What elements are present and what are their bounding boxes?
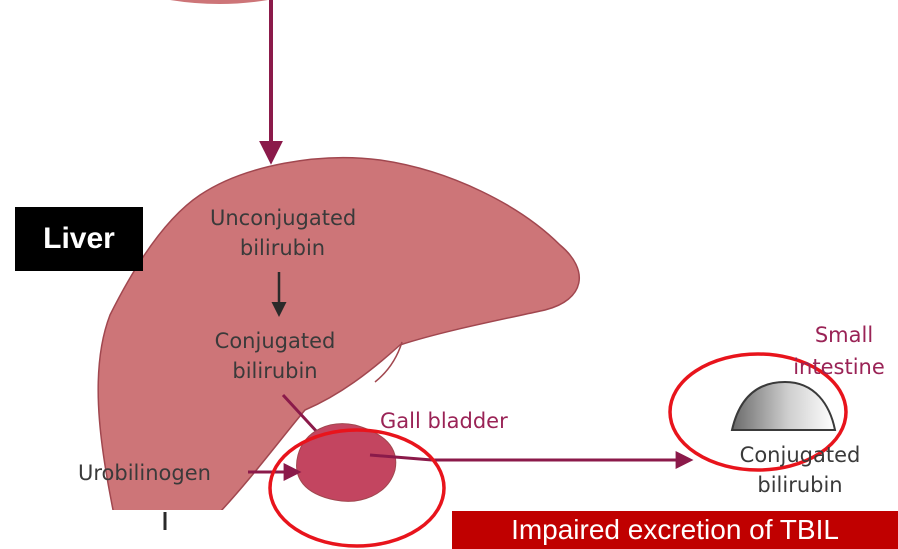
- impaired-excretion-banner: Impaired excretion of TBIL: [452, 511, 898, 549]
- small-intestine-shape: [732, 382, 835, 430]
- urobilinogen-label: Urobilinogen: [78, 460, 248, 486]
- unconjugated-bilirubin-label: Unconjugated bilirubin: [210, 205, 355, 261]
- gallbladder-shape: [297, 424, 396, 502]
- small-line2: intestine: [770, 354, 898, 380]
- conjugated-bilirubin-label: Conjugated bilirubin: [200, 328, 350, 384]
- top-organ-edge: [170, 0, 268, 4]
- intestine-conjugated-bilirubin-label: Conjugated bilirubin: [730, 442, 870, 498]
- conjugated-line2: bilirubin: [200, 358, 350, 384]
- liver-label: Liver: [15, 207, 143, 271]
- unconjugated-line2: bilirubin: [210, 235, 355, 261]
- conjugated-line1: Conjugated: [200, 328, 350, 354]
- small-intestine-label: Small intestine: [770, 322, 898, 380]
- arrow-to-intestine: [370, 455, 690, 460]
- intestine-conj-line2: bilirubin: [730, 472, 870, 498]
- intestine-conj-line1: Conjugated: [730, 442, 870, 468]
- unconjugated-line1: Unconjugated: [210, 205, 355, 231]
- gall-bladder-label: Gall bladder: [380, 408, 540, 434]
- small-line1: Small: [770, 322, 898, 348]
